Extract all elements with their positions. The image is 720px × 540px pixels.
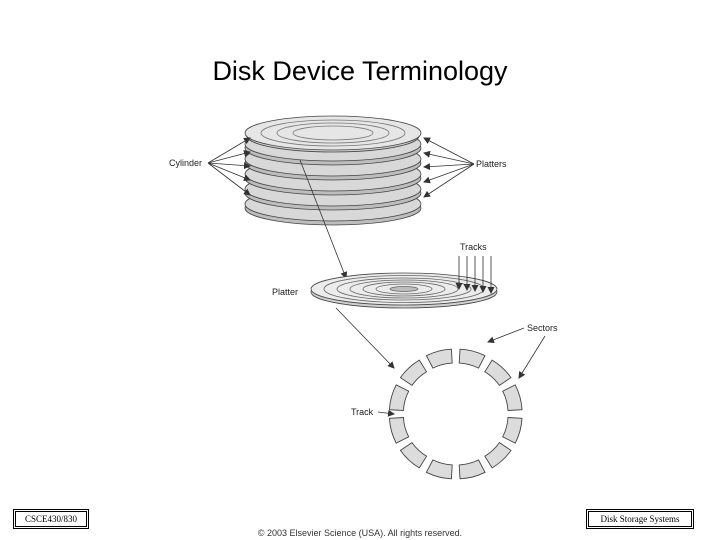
sectors-arrows bbox=[487, 327, 546, 379]
tracks-label: Tracks bbox=[460, 242, 487, 252]
single-platter bbox=[310, 272, 498, 309]
tracks-arrows bbox=[455, 256, 495, 294]
platter-stack bbox=[244, 115, 422, 226]
stack-to-platter-arrow bbox=[299, 159, 348, 279]
sectors-label: Sectors bbox=[527, 323, 558, 333]
track-label: Track bbox=[351, 407, 374, 417]
slide-title: Disk Device Terminology bbox=[212, 56, 508, 86]
course-code-box: CSCE430/830 bbox=[13, 509, 89, 529]
platter-to-track-arrow bbox=[335, 307, 395, 369]
copyright-notice: © 2003 Elsevier Science (USA). All right… bbox=[257, 528, 463, 538]
platter-label: Platter bbox=[272, 287, 298, 297]
platters-arrows bbox=[423, 137, 475, 198]
cylinder-arrows bbox=[207, 137, 251, 196]
topic-box: Disk Storage Systems bbox=[586, 509, 694, 529]
cylinder-label: Cylinder bbox=[169, 158, 202, 168]
sector-ring bbox=[388, 348, 523, 480]
platters-label: Platters bbox=[476, 159, 507, 169]
track-arrow bbox=[377, 409, 395, 417]
